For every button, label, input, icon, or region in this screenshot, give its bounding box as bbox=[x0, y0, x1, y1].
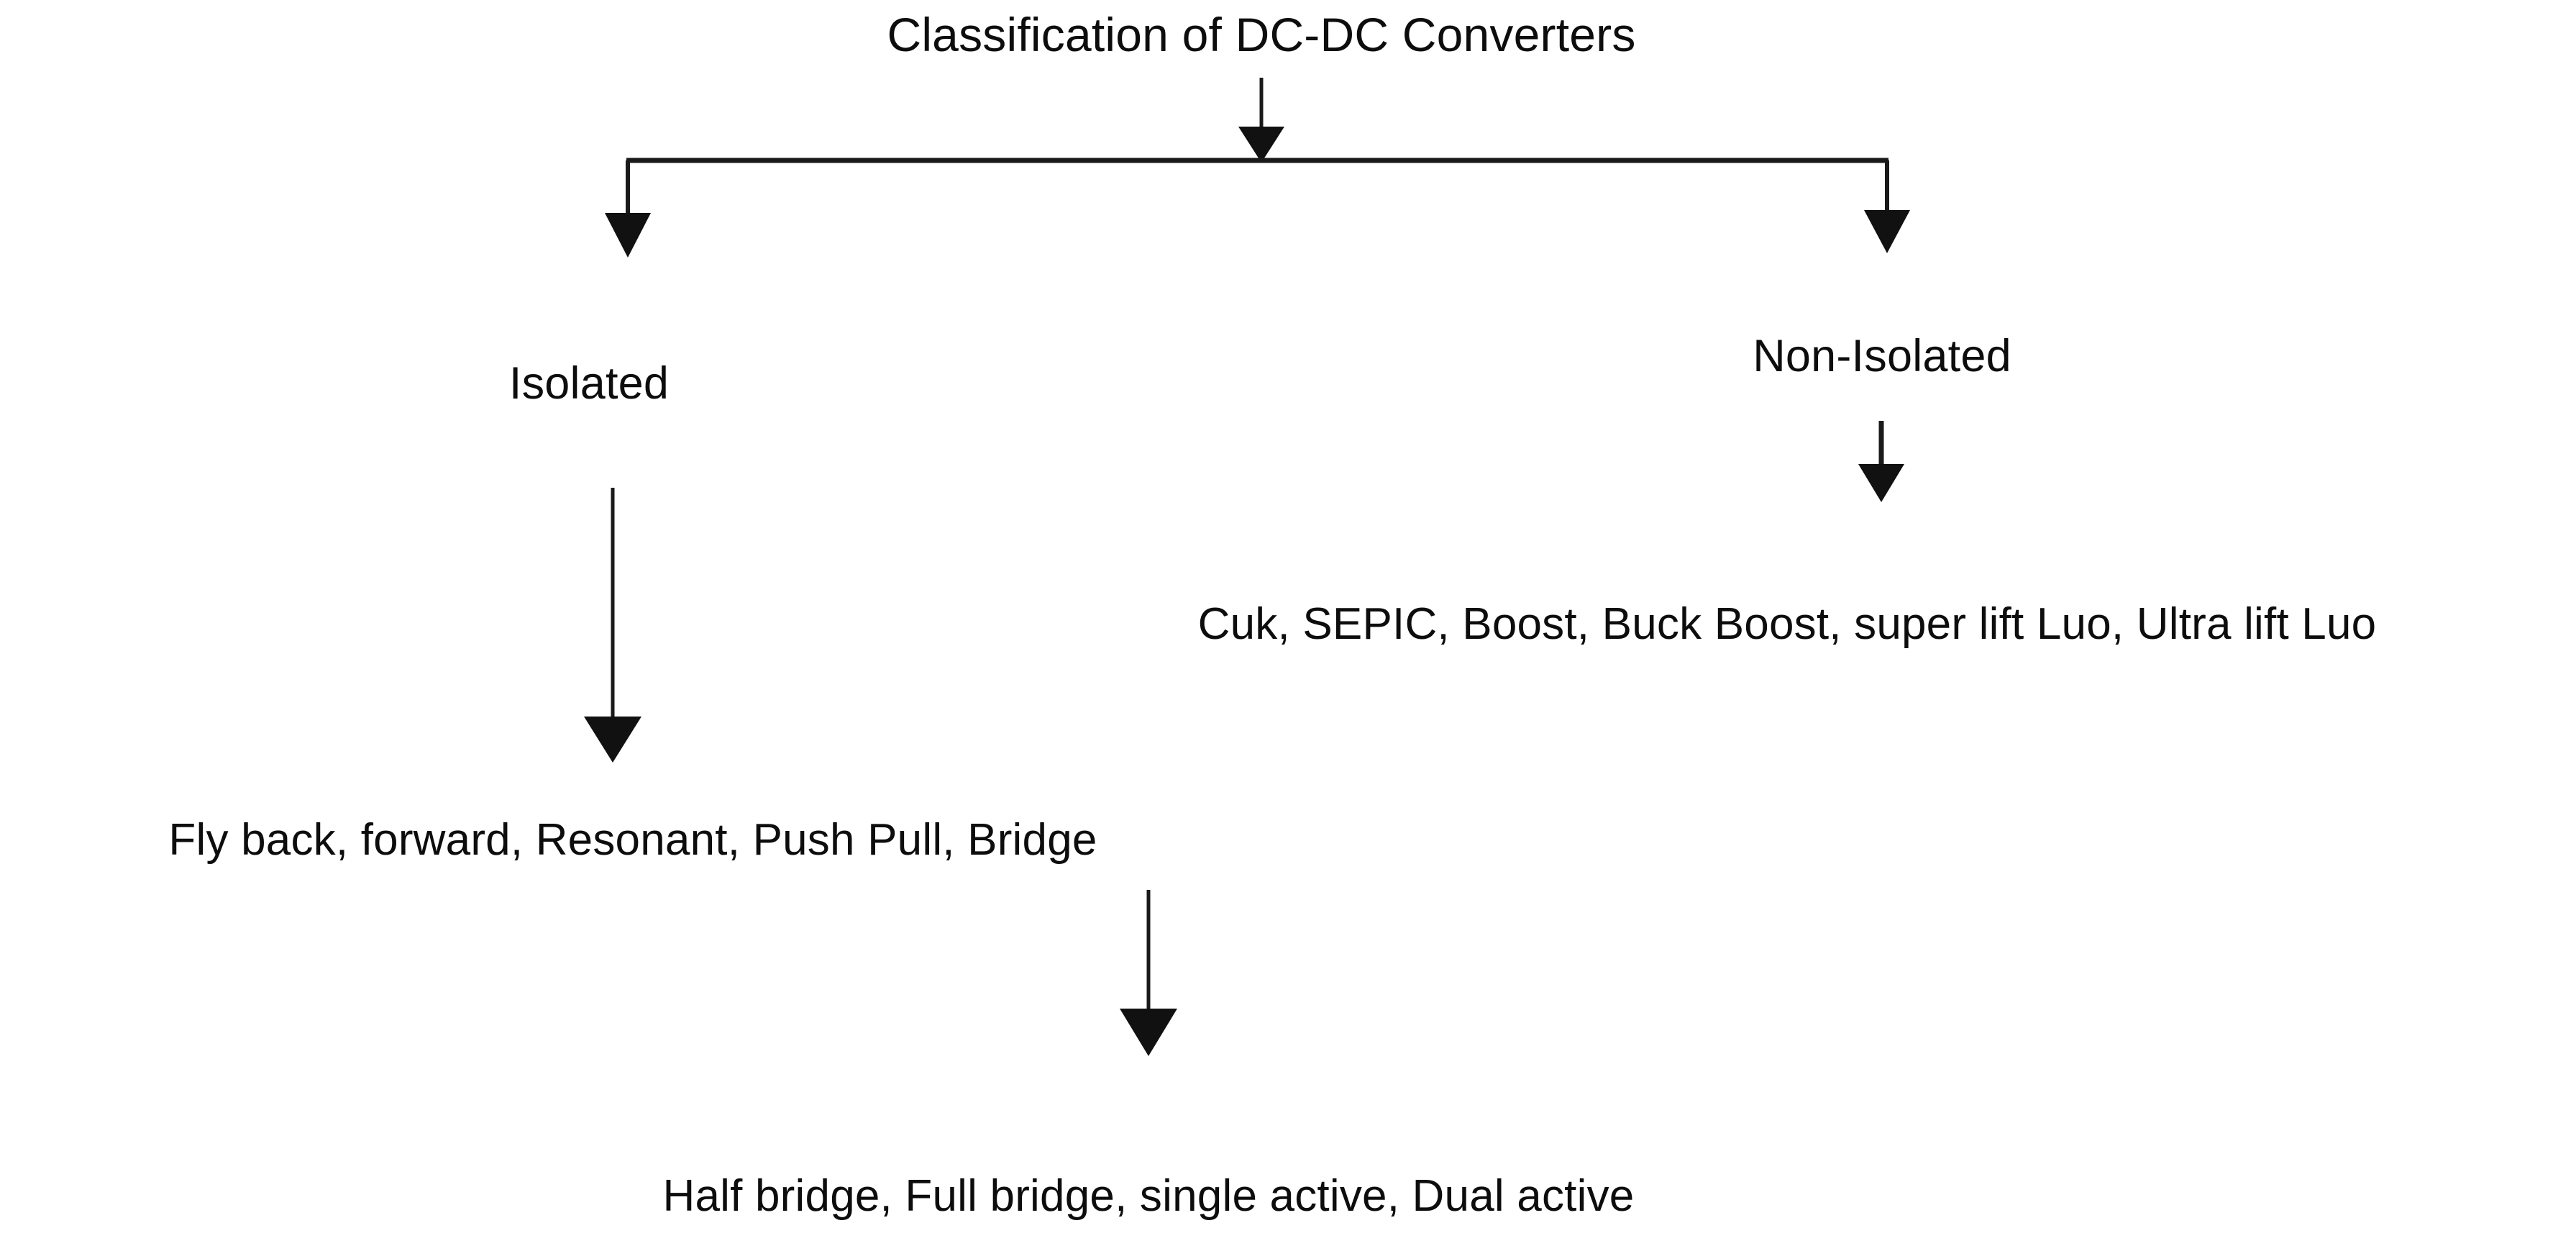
node-non-isolated: Non-Isolated bbox=[1753, 331, 2011, 381]
node-non-isolated-types: Cuk, SEPIC, Boost, Buck Boost, super lif… bbox=[1197, 599, 2377, 649]
edge-isolated-types-to-bridge-types bbox=[1120, 890, 1177, 1056]
node-isolated: Isolated bbox=[508, 358, 670, 409]
node-bridge-types: Half bridge, Full bridge, single active,… bbox=[662, 1171, 1635, 1221]
node-root-title: Classification of DC-DC Converters bbox=[887, 8, 1636, 61]
edge-isolated-to-types bbox=[584, 488, 641, 763]
edge-split-to-isolated bbox=[605, 160, 651, 258]
edge-non-isolated-to-types bbox=[1858, 421, 1904, 502]
edge-split-to-non-isolated bbox=[1864, 160, 1910, 253]
node-isolated-types: Fly back, forward, Resonant, Push Pull, … bbox=[168, 815, 1097, 865]
edge-root-to-split bbox=[1238, 78, 1284, 163]
